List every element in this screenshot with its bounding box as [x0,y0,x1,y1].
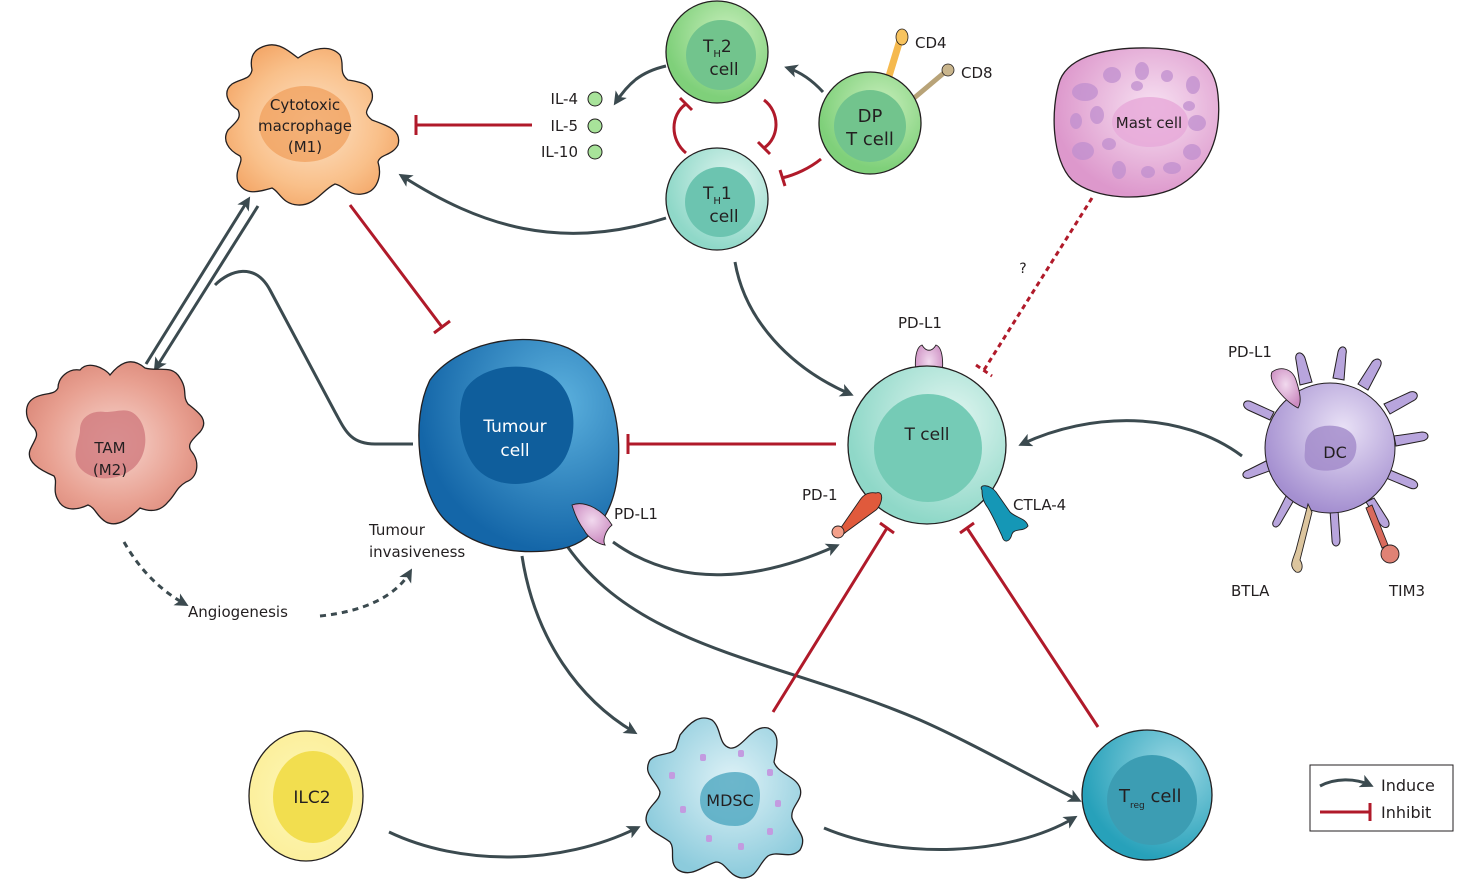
t-cell[interactable]: T cell PD-L1 PD-1 CTLA-4 [802,314,1066,542]
tumour-pdl1-label: PD-L1 [614,505,658,523]
inhibit-mast-to-tcell [975,197,1094,378]
arrow-tam-to-m1 [144,196,251,365]
cytokine-il10: IL-10 [541,143,578,161]
tam-m2[interactable]: TAM (M2) [25,361,205,525]
treg-rest: cell [1145,786,1182,807]
ilc2-cell[interactable]: ILC2 [248,730,364,862]
th1-sub: H [713,196,721,207]
th2-sub: H [713,49,721,60]
m1-label-line2: macrophage [258,117,352,135]
line-tumour-to-tam [213,269,413,446]
arrow-th1-to-tcell [733,261,854,397]
th1-cell[interactable]: TH1 cell [665,147,769,251]
legend-inhibit-label: Inhibit [1381,803,1431,822]
th2-num: 2 [721,37,732,57]
tumour-label-line1: Tumour [482,417,546,437]
tumour-label-line2: cell [500,441,529,461]
tam-label-line2: (M2) [93,461,127,479]
btla-receptor [1291,502,1313,573]
arrow-angiogenesis-to-invasiveness [319,568,413,618]
dc-dendrites [1242,346,1429,547]
dc-label: DC [1323,443,1347,462]
btla-label: BTLA [1231,582,1270,600]
pd1-label: PD-1 [802,486,838,504]
dc-pdl1-label: PD-L1 [1228,343,1272,361]
th1-t: T [702,184,714,204]
arrow-tumour-to-mdsc [520,555,638,735]
ctla4-receptor [980,485,1029,542]
mast-cell[interactable]: Mast cell [1053,47,1220,198]
inhibit-mdsc-to-tcell [771,521,895,713]
cd8-label: CD8 [961,64,993,82]
ilc2-label: ILC2 [293,788,330,808]
cd4-label: CD4 [915,34,947,52]
induce-arrows [122,64,1243,859]
invasiveness-label-line1: Tumour [368,521,426,539]
arrow-th2-to-il4 [613,64,667,106]
inhibit-m1-to-tumour [348,204,451,335]
cytotoxic-macrophage-m1[interactable]: Cytotoxic macrophage (M1) [225,44,400,206]
arrow-tam-to-angiogenesis [122,541,189,606]
svg-text:TH1: TH1 [702,184,732,207]
inhibit-tcell-to-tumour [626,434,836,454]
invasiveness-label-line2: invasiveness [369,543,465,561]
dp-label-line1: DP [858,106,883,127]
arrow-pdl1-to-tcell [612,540,840,577]
inhibit-dp-to-th1 [778,157,822,187]
pd1-receptor [839,492,883,535]
cytokine-il5: IL-5 [551,117,578,135]
dp-t-cell[interactable]: DP T cell CD4 CD8 [818,28,993,175]
arrow-ilc2-to-mdsc [388,826,641,859]
tumour-pdl1-receptor [571,503,613,546]
unknown-mechanism-label: ? [1019,261,1026,277]
legend-induce-label: Induce [1381,776,1435,795]
inhibit-th1-to-th2 [672,96,694,155]
inhibit-th2-to-th1 [756,98,778,156]
arrow-m1-to-tam [153,205,260,372]
dp-label-line2: T cell [845,129,894,150]
arrow-mdsc-to-treg [823,815,1078,851]
tumour-cell[interactable]: Tumour cell PD-L1 [418,338,658,553]
th2-label-line2: cell [709,60,738,80]
dc-pdl1-receptor [1270,368,1301,409]
inhibit-cytokines-to-m1 [414,115,532,135]
tcell-pdl1-label: PD-L1 [898,314,942,332]
cytokine-il10-dot [587,144,603,160]
arrow-dp-to-th2 [784,64,825,94]
th1-num: 1 [721,184,732,204]
inhibit-treg-to-tcell [959,521,1100,728]
m1-label-line1: Cytotoxic [270,96,340,114]
arrow-dc-to-tcell [1018,419,1243,458]
treg-t: T [1118,786,1131,807]
cytokine-il4: IL-4 [551,90,578,108]
tim3-receptor [1365,504,1389,549]
mast-cell-label: Mast cell [1116,114,1182,132]
legend: Induce Inhibit [1309,764,1454,832]
cytokine-il5-dot [587,118,603,134]
cytokine-list: IL-4 IL-5 IL-10 [541,90,603,161]
mdsc-label: MDSC [706,791,753,810]
tcell-label: T cell [903,425,949,445]
th2-t: T [702,37,714,57]
m1-label-line3: (M1) [288,138,322,156]
treg-cell[interactable]: Treg cell [1081,729,1213,861]
tim3-label: TIM3 [1388,582,1425,600]
svg-text:Treg cell: Treg cell [1118,786,1181,811]
mdsc-granules [669,750,781,850]
treg-sub: reg [1130,801,1145,811]
th1-label-line2: cell [709,207,738,227]
arrow-th1-to-m1 [398,173,667,235]
th2-cell[interactable]: TH2 cell [665,0,769,104]
mdsc-cell[interactable]: MDSC [645,717,804,879]
mast-cell-granules [1070,62,1206,179]
legend-induce-icon [1319,774,1374,788]
arrow-tumour-to-treg [565,545,1082,802]
dendritic-cell[interactable]: DC PD-L1 BTLA TIM3 [1228,343,1429,600]
tam-label-line1: TAM [93,439,125,457]
angiogenesis-label: Angiogenesis [188,603,288,621]
svg-text:TH2: TH2 [702,37,732,60]
cytokine-il4-dot [587,91,603,107]
legend-inhibit-icon [1320,803,1372,821]
ctla4-label: CTLA-4 [1013,496,1066,514]
